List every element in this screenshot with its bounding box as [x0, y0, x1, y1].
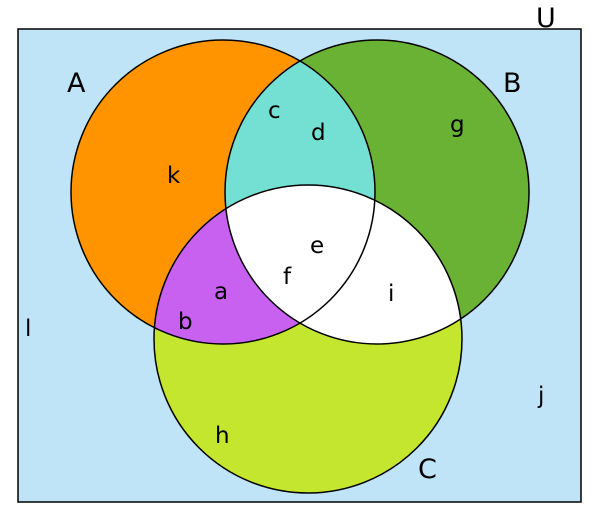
element-d: d [311, 120, 326, 146]
element-h: h [215, 423, 230, 449]
element-a: a [214, 279, 228, 305]
element-c: c [268, 98, 281, 124]
element-e: e [310, 233, 324, 259]
element-f: f [283, 264, 292, 290]
set-c-label: C [418, 454, 437, 485]
element-l: l [25, 316, 31, 342]
element-k: k [167, 163, 181, 189]
set-b-outline [224, 39, 530, 345]
set-c-outline [153, 184, 463, 494]
element-b: b [178, 309, 193, 335]
element-g: g [450, 112, 465, 138]
set-b-label: B [503, 68, 522, 99]
element-j: j [537, 383, 544, 409]
set-a-outline [70, 39, 376, 345]
element-i: i [388, 281, 394, 307]
universe-label: U [536, 3, 556, 34]
set-a-label: A [67, 68, 86, 99]
